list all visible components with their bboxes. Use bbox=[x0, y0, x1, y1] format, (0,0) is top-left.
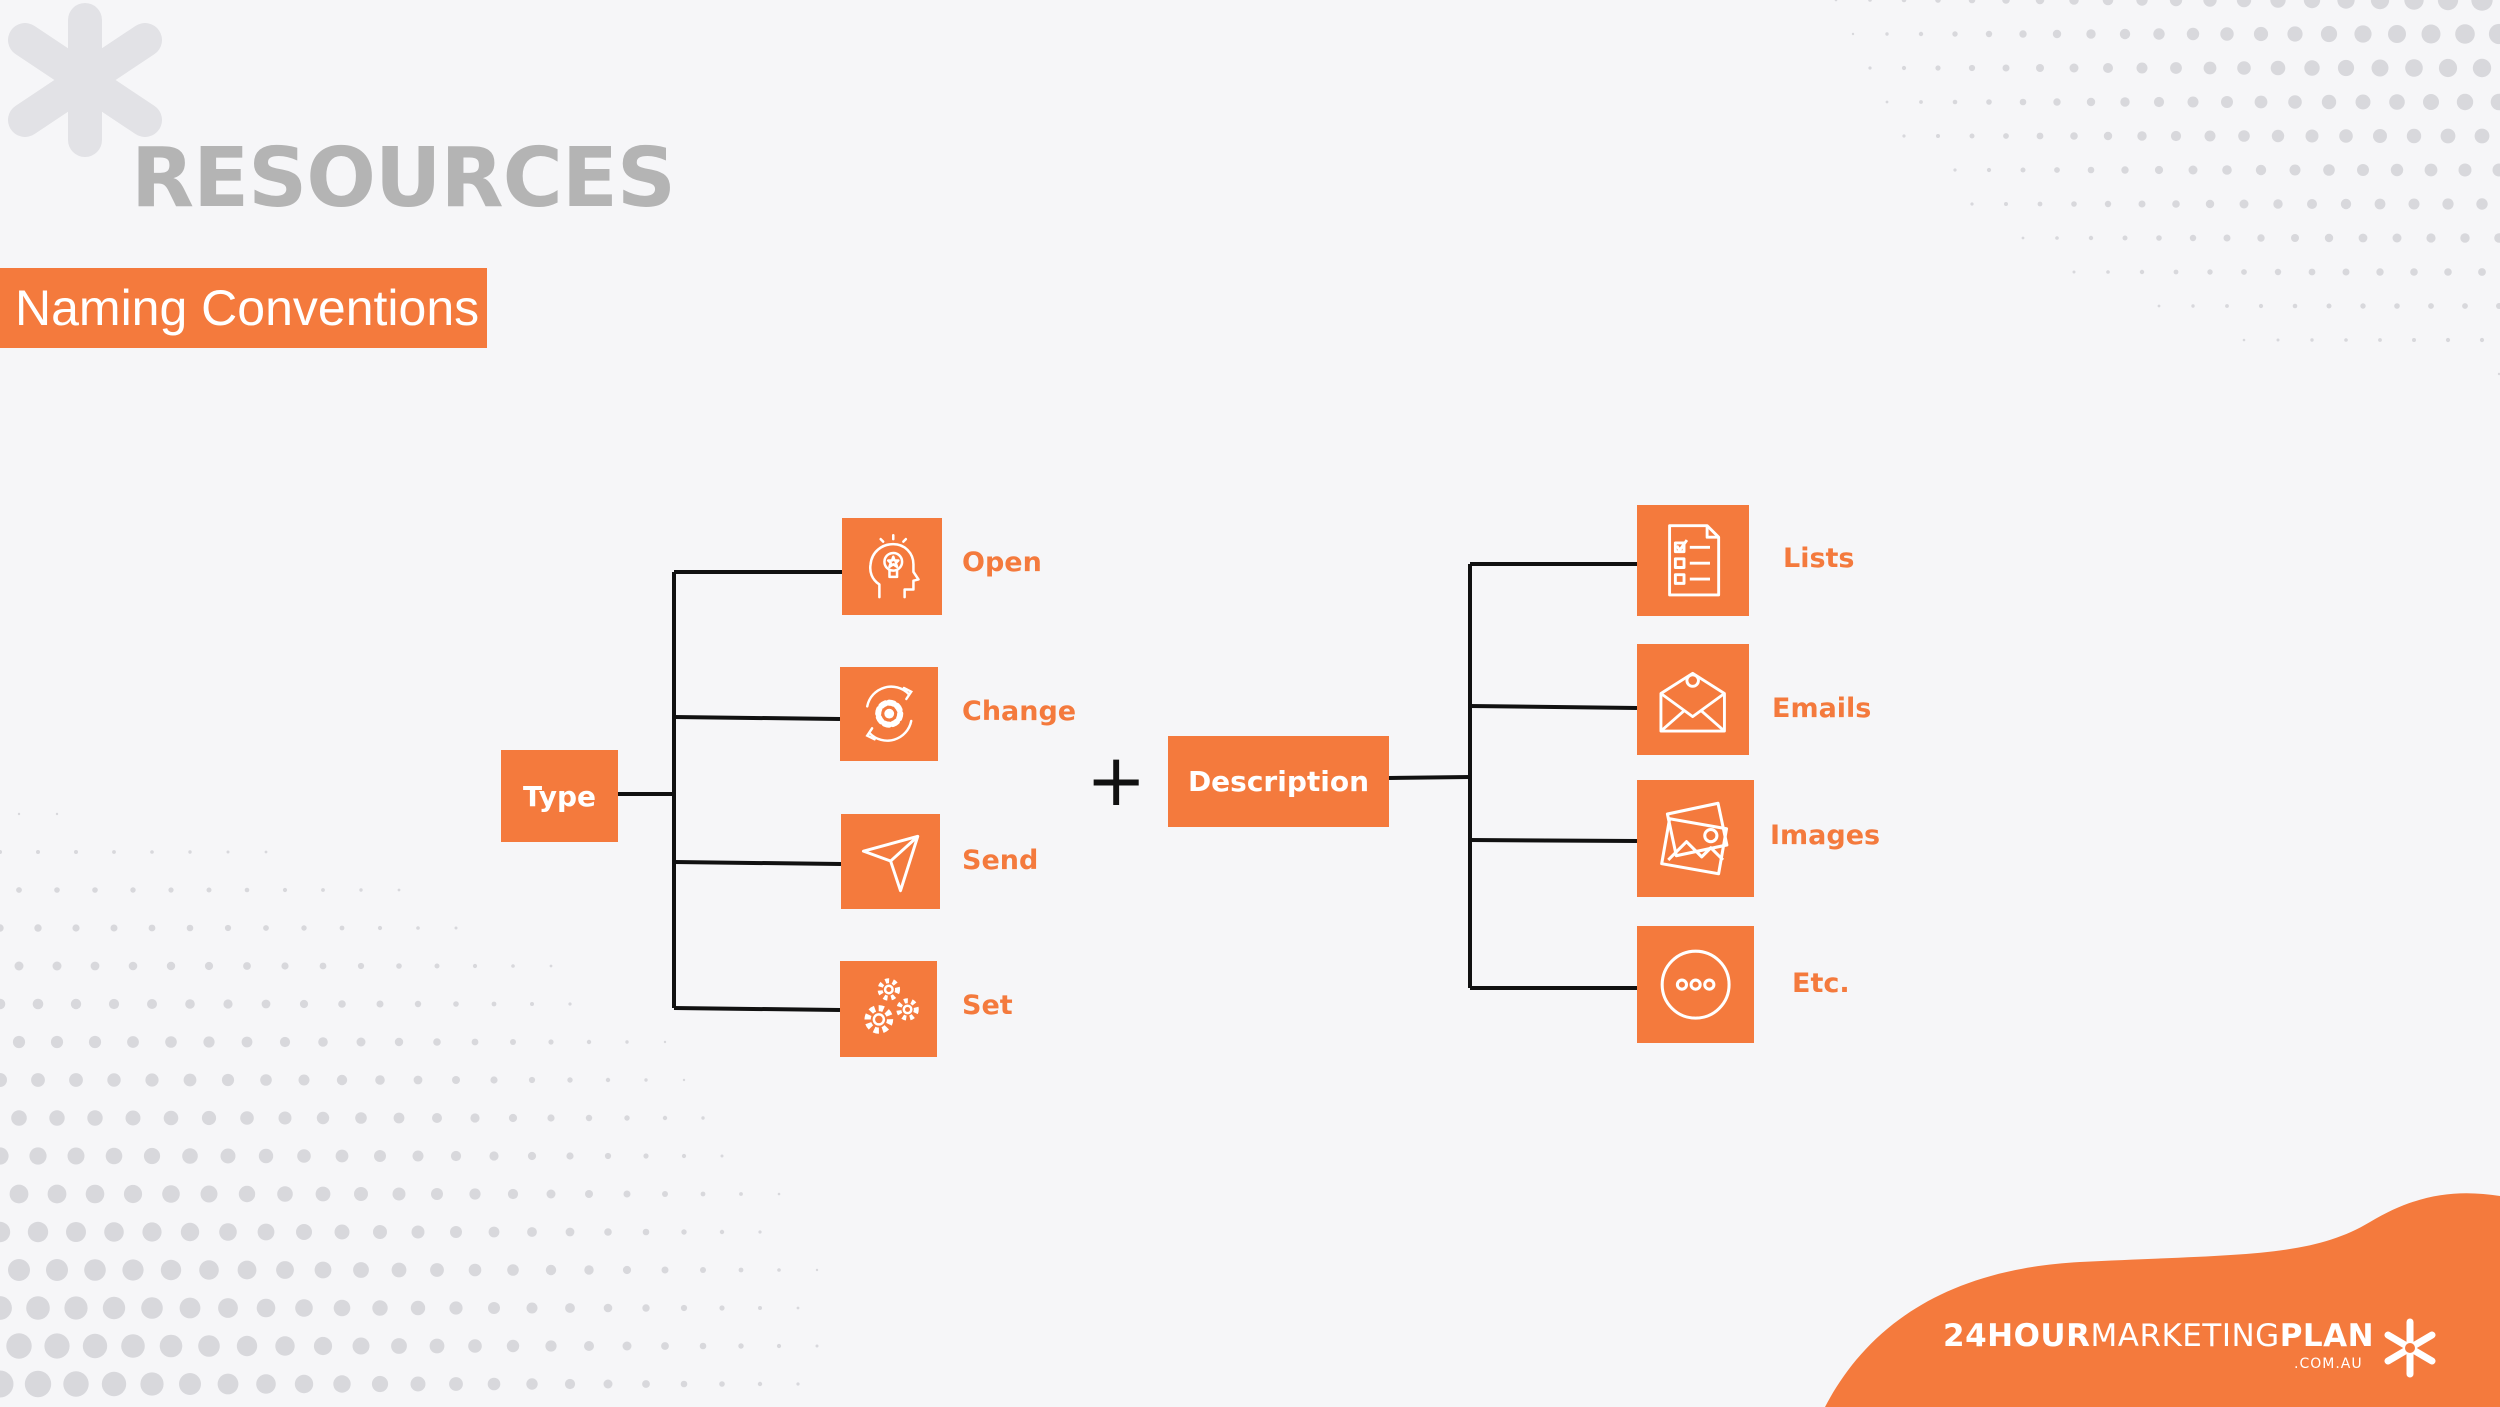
description-node: Description bbox=[1168, 736, 1389, 827]
emails-box bbox=[1637, 644, 1749, 755]
head-lightbulb-icon bbox=[869, 533, 920, 599]
set-box bbox=[840, 961, 937, 1057]
type-item-send-label: Send bbox=[962, 845, 1039, 876]
brand-logo-text: 24HOURMARKETINGPLAN bbox=[1943, 1318, 2375, 1354]
asterisk-logo-icon bbox=[2384, 1318, 2436, 1378]
cycle-gear-icon bbox=[865, 685, 913, 743]
send-box bbox=[841, 814, 940, 909]
more-dots-icon bbox=[1660, 949, 1731, 1020]
description-item-images-label: Images bbox=[1770, 820, 1881, 851]
images-box bbox=[1637, 780, 1754, 897]
photos-icon bbox=[1660, 801, 1729, 876]
description-item-emails-label: Emails bbox=[1772, 693, 1872, 724]
gears-icon bbox=[864, 977, 919, 1034]
description-item-etc-label: Etc. bbox=[1792, 968, 1850, 999]
paper-plane-icon bbox=[861, 835, 920, 893]
etc-box bbox=[1637, 926, 1754, 1043]
page-title: RESOURCES bbox=[131, 131, 676, 226]
envelope-icon bbox=[1659, 672, 1727, 733]
change-box bbox=[840, 667, 938, 761]
type-item-open-label: Open bbox=[962, 547, 1042, 578]
section-subtitle: Naming Conventions bbox=[0, 268, 487, 348]
footer-wave bbox=[1825, 1193, 2500, 1407]
open-box bbox=[842, 518, 942, 615]
brand-domain: .COM.AU bbox=[2294, 1356, 2363, 1372]
lists-box bbox=[1637, 505, 1749, 616]
type-node: Type bbox=[501, 750, 618, 842]
plus-operator: + bbox=[1086, 738, 1147, 822]
checklist-icon bbox=[1668, 524, 1721, 597]
type-item-change-label: Change bbox=[962, 696, 1077, 727]
faint-logo-icon bbox=[8, 3, 162, 157]
description-item-lists-label: Lists bbox=[1783, 543, 1855, 574]
type-item-set-label: Set bbox=[962, 990, 1013, 1021]
